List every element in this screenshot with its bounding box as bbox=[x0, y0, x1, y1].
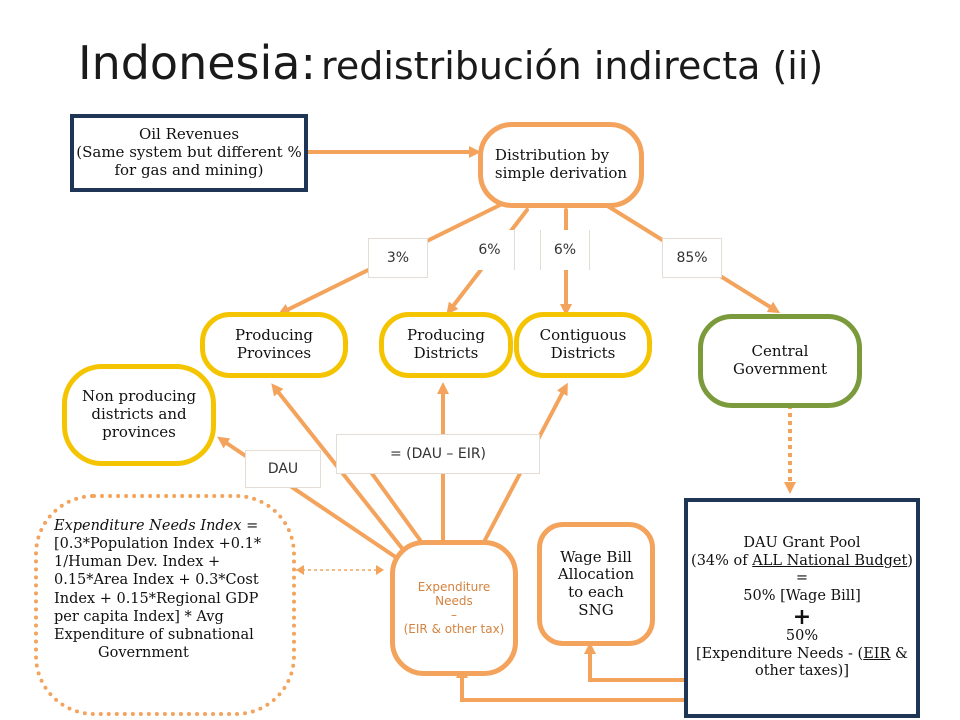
pct-districts: 6% bbox=[478, 242, 501, 258]
pct-contiguous: 6% bbox=[553, 242, 577, 258]
pct-districts-tag: 6% bbox=[465, 230, 515, 270]
title-main: Indonesia: bbox=[78, 36, 316, 90]
pool-line-3: = bbox=[795, 570, 809, 587]
dau-label: DAU bbox=[267, 461, 299, 477]
pct-provinces: 3% bbox=[386, 250, 410, 266]
formula-ellipse bbox=[34, 494, 296, 716]
pool-line-2: (34% of ALL National Budget) bbox=[691, 553, 913, 571]
pool-line-7-a: [Expenditure Needs - ( bbox=[696, 645, 864, 662]
expenditure-needs-node: Expenditure Needs – (EIR & other tax) bbox=[390, 540, 518, 676]
central-government-text: Central Government bbox=[733, 342, 827, 378]
formula-line-6: per capita Index] * Avg bbox=[54, 608, 224, 625]
wage-bill-text: Wage Bill Allocation to each SNG bbox=[557, 547, 635, 619]
dau-tag: DAU bbox=[245, 450, 321, 488]
formula-line-8: Government bbox=[98, 644, 189, 661]
expenditure-needs-formula: Expenditure Needs Index = [0.3*Populatio… bbox=[54, 517, 261, 662]
pool-line-2-c: ) bbox=[907, 552, 913, 569]
wage-bill-node: Wage Bill Allocation to each SNG bbox=[537, 522, 655, 646]
producing-districts-text: Producing Districts bbox=[406, 326, 486, 362]
pool-line-1: DAU Grant Pool bbox=[743, 535, 861, 552]
arrow-pool-to-expenditure bbox=[456, 666, 687, 702]
pool-line-4: 50% [Wage Bill] bbox=[743, 588, 861, 605]
pool-line-6: 50% bbox=[785, 627, 819, 644]
arrowhead-right bbox=[376, 565, 384, 575]
oil-revenues-box: Oil Revenues (Same system but different … bbox=[70, 114, 308, 192]
producing-provinces-node: Producing Provinces bbox=[200, 312, 348, 378]
pct-provinces-tag: 3% bbox=[368, 238, 428, 278]
pool-line-7-b: EIR bbox=[863, 645, 891, 662]
pool-line-2-a: (34% of bbox=[691, 552, 753, 569]
dau-minus-eir-label: = (DAU – EIR) bbox=[389, 446, 487, 462]
dau-grant-pool-box: DAU Grant Pool (34% of ALL National Budg… bbox=[684, 498, 920, 718]
pool-line-7-c: & bbox=[890, 645, 908, 662]
dau-minus-eir-tag: = (DAU – EIR) bbox=[336, 434, 540, 474]
contiguous-districts-text: Contiguous Districts bbox=[539, 326, 627, 362]
formula-line-3: 1/Human Dev. Index + bbox=[54, 554, 221, 571]
producing-provinces-text: Producing Provinces bbox=[234, 326, 314, 362]
distribution-node: Distribution by simple derivation bbox=[478, 122, 644, 208]
title-sub: redistribución indirecta (ii) bbox=[321, 44, 824, 88]
pool-line-5: + bbox=[792, 603, 812, 630]
line-exp-aux-1 bbox=[366, 466, 422, 542]
arrow-pool-to-wagebill bbox=[584, 642, 687, 682]
oil-revenues-text: Oil Revenues (Same system but different … bbox=[76, 125, 302, 179]
pool-line-7: [Expenditure Needs - (EIR & bbox=[691, 646, 913, 664]
distribution-text: Distribution by simple derivation bbox=[494, 146, 628, 182]
formula-line-1: Expenditure Needs Index = bbox=[54, 518, 259, 534]
pct-central-tag: 85% bbox=[662, 238, 722, 278]
pool-line-8: other taxes)] bbox=[754, 663, 849, 680]
non-producing-text: Non producing districts and provinces bbox=[81, 387, 197, 441]
formula-line-2: [0.3*Population Index +0.1* bbox=[54, 536, 262, 553]
pool-line-2-b: ALL National Budget bbox=[752, 552, 908, 569]
non-producing-node: Non producing districts and provinces bbox=[62, 364, 216, 466]
expenditure-needs-text: Expenditure Needs – (EIR & other tax) bbox=[403, 579, 505, 637]
page-title: Indonesia: redistribución indirecta (ii) bbox=[78, 36, 938, 90]
central-government-node: Central Government bbox=[698, 314, 862, 408]
producing-districts-node: Producing Districts bbox=[379, 312, 513, 378]
pct-contiguous-tag: 6% bbox=[540, 230, 590, 270]
arrowhead-left bbox=[296, 565, 304, 575]
formula-line-5: Index + 0.15*Regional GDP bbox=[54, 590, 259, 607]
contiguous-districts-node: Contiguous Districts bbox=[514, 312, 652, 378]
formula-line-7: Expenditure of subnational bbox=[54, 626, 254, 643]
formula-line-4: 0.15*Area Index + 0.3*Cost bbox=[54, 572, 259, 589]
pct-central: 85% bbox=[676, 250, 708, 266]
